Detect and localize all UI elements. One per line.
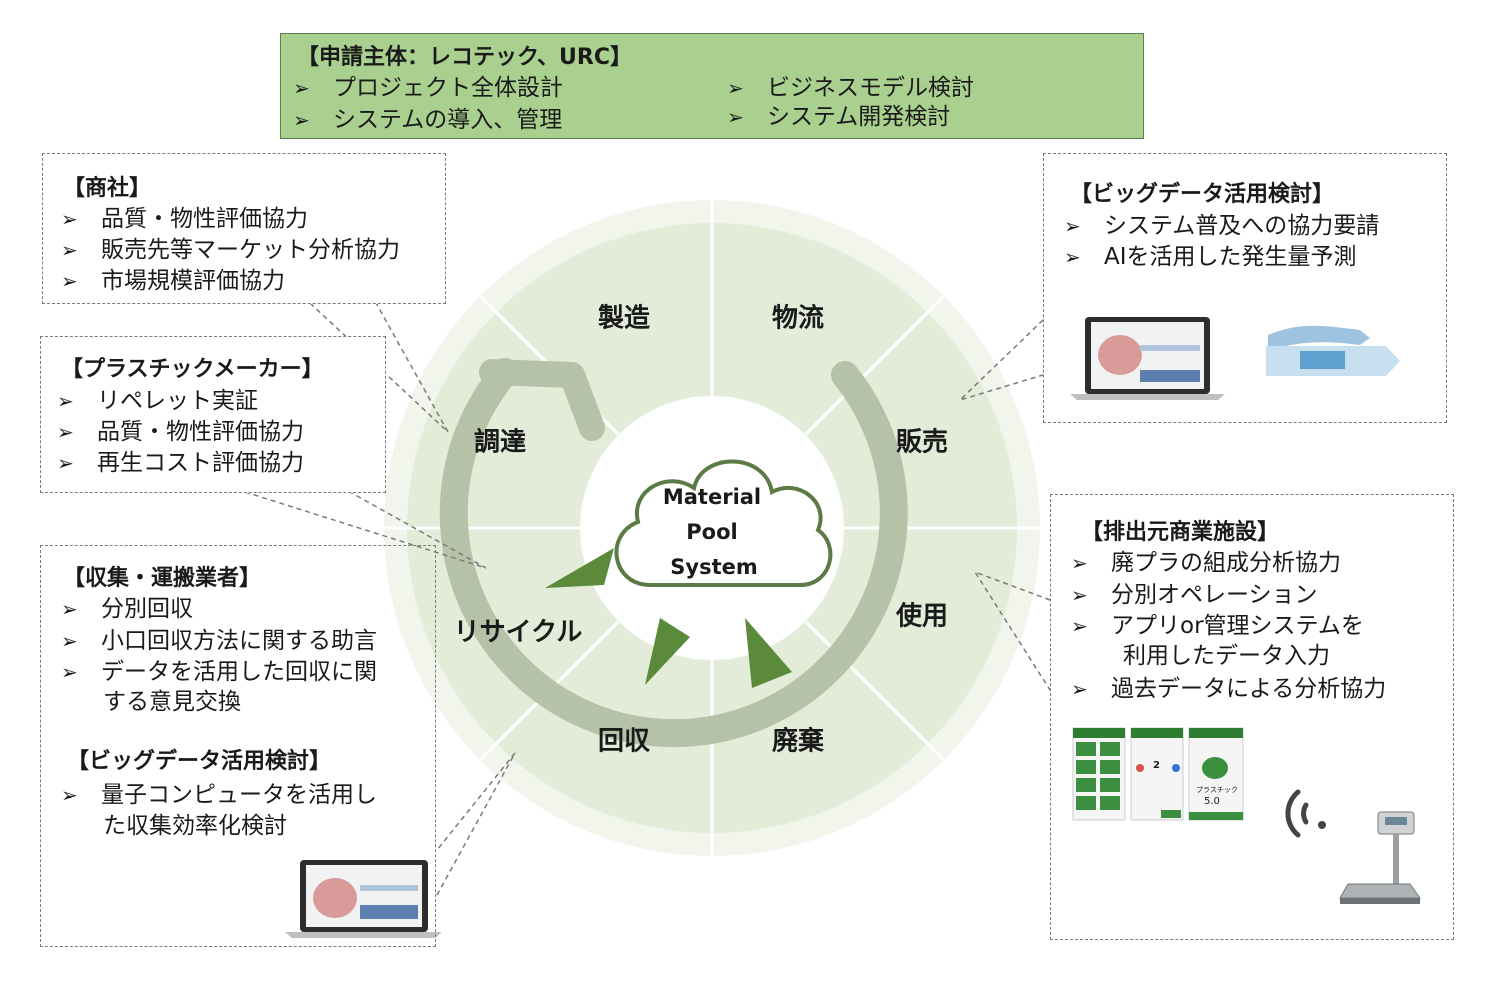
bullet-arrow-icon: ➢ [57, 420, 74, 444]
collector-item-3: ➢データを活用した回収に関 [61, 659, 377, 685]
bullet-arrow-icon: ➢ [61, 238, 78, 262]
triangle-right [745, 618, 792, 688]
emitter-title: 【排出元商業施設】 [1081, 520, 1280, 545]
scale-icon [1339, 811, 1421, 904]
bigdata-right-box: 【ビッグデータ活用検討】 ➢システム普及への協力要請 ➢AIを活用した発生量予測 [1043, 153, 1447, 423]
signal-icon [1285, 789, 1326, 838]
bullet-arrow-icon: ➢ [57, 451, 74, 475]
bullet-arrow-icon: ➢ [293, 76, 310, 100]
app-product-label: プラスチック [1196, 786, 1238, 794]
collector-box: 【収集・運搬業者】 ➢分別回収 ➢小口回収方法に関する助言 ➢データを活用した回… [40, 545, 436, 947]
segment-manufacturing: 製造 [597, 303, 651, 334]
trading-item-1: ➢品質・物性評価協力 [61, 206, 308, 232]
segment-recycle: リサイクル [453, 617, 583, 648]
plastic-maker-title: 【プラスチックメーカー】 [61, 357, 324, 382]
app-screens-icon [1072, 727, 1244, 821]
segment-disposal: 廃棄 [771, 726, 825, 757]
bullet-arrow-icon: ➢ [1071, 677, 1088, 701]
app-count: 2 [1153, 760, 1160, 771]
applicant-item-2: ➢ビジネスモデル検討 [727, 75, 974, 101]
collector-item-2: ➢小口回収方法に関する助言 [61, 628, 377, 654]
bigdata-right-item-2: ➢AIを活用した発生量予測 [1064, 244, 1357, 270]
bullet-arrow-icon: ➢ [61, 660, 78, 684]
flow-chart-icon [1258, 312, 1408, 398]
bullet-arrow-icon: ➢ [61, 597, 78, 621]
bullet-arrow-icon: ➢ [1071, 614, 1088, 638]
segment-collection: 回収 [597, 726, 651, 757]
trading-item-2: ➢販売先等マーケット分析協力 [61, 237, 400, 263]
emitter-box: 【排出元商業施設】 ➢廃プラの組成分析協力 ➢分別オペレーション ➢アプリor管… [1050, 494, 1454, 940]
applicant-title: 【申請主体：レコテック、URC】 [297, 45, 632, 70]
collector-item-3-cont: する意見交換 [103, 689, 241, 715]
bullet-arrow-icon: ➢ [727, 76, 744, 100]
bullet-arrow-icon: ➢ [61, 629, 78, 653]
segment-sales: 販売 [895, 427, 949, 458]
center-label-1: Material [662, 485, 762, 509]
app-value: 5.0 [1204, 796, 1220, 807]
plastic-item-1: ➢リペレット実証 [57, 388, 258, 414]
bullet-arrow-icon: ➢ [61, 783, 78, 807]
segment-procurement: 調達 [473, 427, 527, 458]
bullet-arrow-icon: ➢ [293, 108, 310, 132]
center-label-2: Pool [686, 520, 738, 544]
triangle-bottom [645, 618, 690, 685]
bullet-arrow-icon: ➢ [61, 269, 78, 293]
bullet-arrow-icon: ➢ [1071, 583, 1088, 607]
triangle-left [545, 548, 614, 588]
emitter-item-3: ➢アプリor管理システムを [1071, 613, 1364, 639]
applicant-item-4: ➢システム開発検討 [727, 104, 951, 130]
plastic-item-3: ➢再生コスト評価協力 [57, 450, 304, 476]
trading-company-box: 【商社】 ➢品質・物性評価協力 ➢販売先等マーケット分析協力 ➢市場規模評価協力 [42, 153, 446, 304]
applicant-item-3: ➢システムの導入、管理 [293, 107, 563, 133]
bullet-arrow-icon: ➢ [1064, 245, 1081, 269]
cycle-arrow [439, 358, 908, 748]
segment-use: 使用 [895, 601, 949, 632]
center-label-3: System [670, 555, 758, 579]
collector-bigdata-item-cont: た収集効率化検討 [103, 813, 287, 839]
applicant-item-1: ➢プロジェクト全体設計 [293, 75, 563, 101]
collector-bigdata-item: ➢量子コンピュータを活用し [61, 782, 377, 808]
emitter-item-3-cont: 利用したデータ入力 [1123, 643, 1330, 669]
collector-bigdata-title: 【ビッグデータ活用検討】 [67, 749, 332, 774]
laptop-icon-bottom [285, 860, 442, 938]
bullet-arrow-icon: ➢ [1071, 551, 1088, 575]
emitter-item-4: ➢過去データによる分析協力 [1071, 676, 1387, 702]
collector-title: 【収集・運搬業者】 [63, 566, 262, 591]
emitter-item-2: ➢分別オペレーション [1071, 582, 1318, 608]
cloud-icon [614, 459, 833, 587]
bigdata-right-title: 【ビッグデータ活用検討】 [1070, 182, 1335, 207]
plastic-item-2: ➢品質・物性評価協力 [57, 419, 304, 445]
bullet-arrow-icon: ➢ [727, 105, 744, 129]
applicant-box: 【申請主体：レコテック、URC】 ➢プロジェクト全体設計 ➢ビジネスモデル検討 … [280, 33, 1144, 139]
laptop-icon [1070, 317, 1225, 400]
bigdata-right-item-1: ➢システム普及への協力要請 [1064, 213, 1380, 239]
plastic-maker-box: 【プラスチックメーカー】 ➢リペレット実証 ➢品質・物性評価協力 ➢再生コスト評… [40, 336, 386, 493]
collector-item-1: ➢分別回収 [61, 596, 193, 622]
emitter-item-1: ➢廃プラの組成分析協力 [1071, 550, 1341, 576]
bullet-arrow-icon: ➢ [61, 207, 78, 231]
bullet-arrow-icon: ➢ [57, 389, 74, 413]
bullet-arrow-icon: ➢ [1064, 214, 1081, 238]
trading-item-3: ➢市場規模評価協力 [61, 268, 285, 294]
trading-company-title: 【商社】 [63, 176, 152, 201]
segment-logistics: 物流 [771, 303, 825, 334]
